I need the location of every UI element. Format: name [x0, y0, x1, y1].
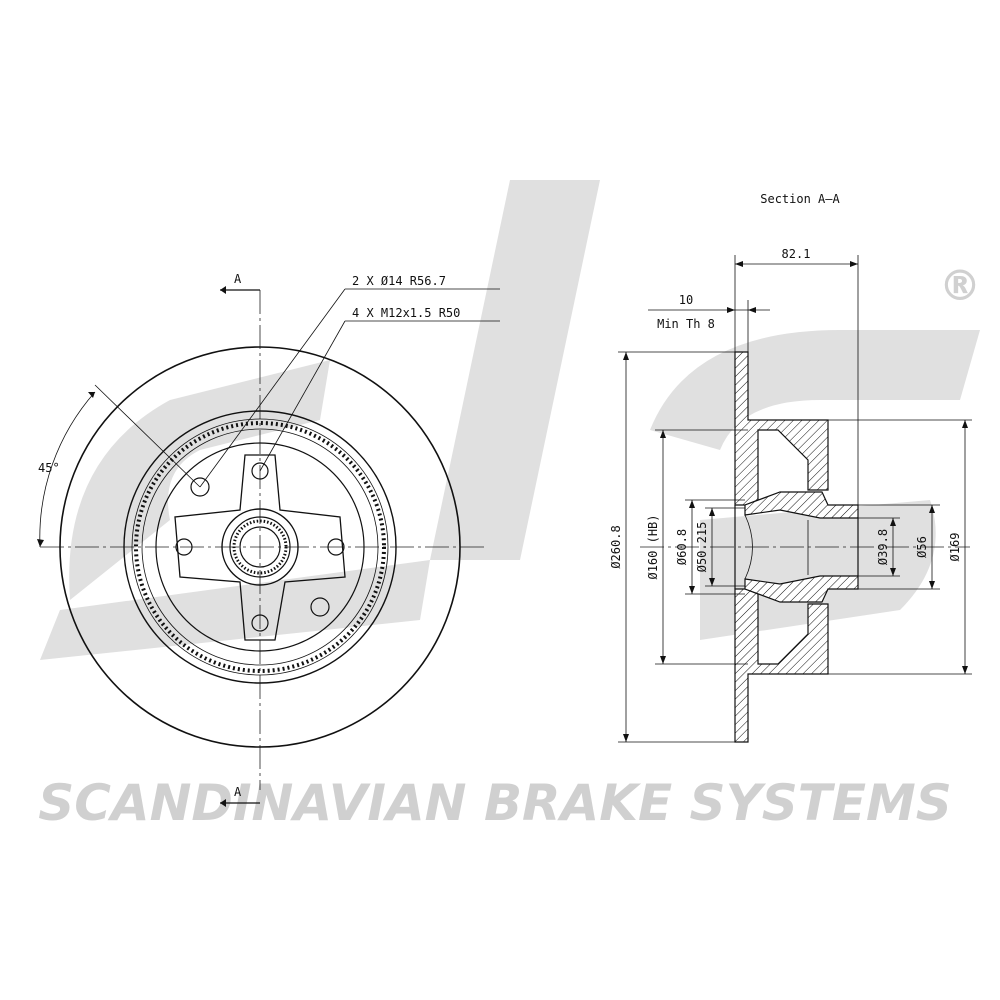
registered-mark: ® [939, 261, 981, 310]
drum-ring-1 [131, 418, 389, 676]
drum-ring-2 [141, 428, 379, 666]
section-arrow-top [220, 286, 226, 294]
company-watermark: SCANDINAVIAN BRAKE SYSTEMS [38, 774, 952, 832]
min-thickness-label: Min Th 8 [657, 317, 715, 331]
hub-bearing-teeth [232, 519, 288, 575]
hub-flange-label: Ø169 [948, 533, 962, 562]
dim-arrows-thickness [727, 307, 756, 313]
callout-threads-leader [259, 320, 346, 472]
section-hub-upper [744, 491, 859, 519]
section-arrow-bottom [220, 799, 226, 807]
outer-diameter-label: Ø260.8 [609, 525, 623, 568]
section-mark-top: A [234, 272, 242, 286]
section-hub-lower [744, 575, 859, 603]
callout-holes-leader [199, 288, 346, 488]
drum-serration [134, 421, 386, 673]
disc-outer-edge [59, 346, 461, 748]
inner-bore-label: Ø39.8 [876, 529, 890, 565]
bolt-hole-right [327, 538, 345, 556]
locating-hole-lower-right [310, 597, 330, 617]
bolt-hole-top [251, 462, 269, 480]
hub-outer-ring [221, 508, 299, 586]
bolt-hole-left [175, 538, 193, 556]
hub-bearing-ring [229, 516, 291, 578]
section-mark-bottom: A [234, 785, 242, 799]
hub-flange [174, 454, 346, 641]
angle-arrow-top [88, 392, 95, 398]
angle-label: 45° [38, 461, 60, 475]
drum-outer-edge [123, 410, 397, 684]
callout-holes: 2 X Ø14 R56.7 [352, 274, 446, 288]
angle-arc [39, 391, 96, 548]
thickness-label: 10 [679, 293, 693, 307]
front-view: A A 45° 2 X Ø14 R56.7 4 X M12x1.5 R50 [37, 272, 500, 807]
bore-diameter-label: Ø50.215 [695, 522, 709, 573]
left-diameter-dims [618, 351, 748, 743]
right-diameter-dims [828, 419, 972, 675]
bolt-hole-bottom [251, 614, 269, 632]
angle-leader [94, 384, 201, 488]
section-view: Section A–A 82.1 10 Min Th 8 [609, 192, 972, 743]
drum-inner-edge [155, 442, 365, 652]
centering-diameter-label: Ø60.8 [675, 529, 689, 565]
section-title: Section A–A [760, 192, 840, 206]
drum-diameter-label: Ø160 (HB) [646, 514, 660, 579]
overall-width-label: 82.1 [782, 247, 811, 261]
angle-arrow-bottom [37, 539, 44, 547]
callout-threads: 4 X M12x1.5 R50 [352, 306, 460, 320]
hub-outer-label: Ø56 [915, 536, 929, 558]
locating-hole-upper-left [190, 477, 210, 497]
hub-center-bore [239, 526, 281, 568]
